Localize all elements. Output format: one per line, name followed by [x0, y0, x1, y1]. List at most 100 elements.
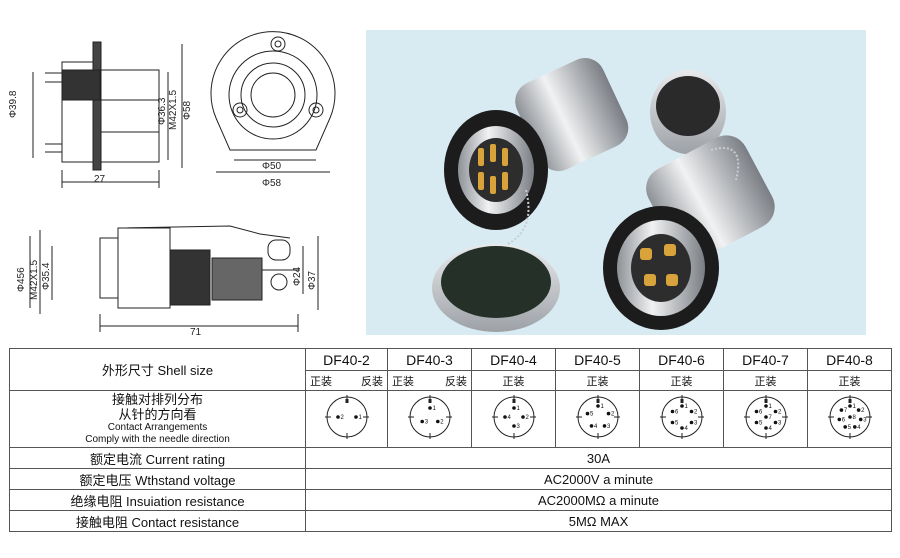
pin-number: 1	[358, 415, 362, 421]
knurl-band	[61, 69, 101, 101]
pin-number: 4	[594, 423, 598, 429]
plug-knurl	[169, 249, 211, 306]
arrangement-label-en1: Contact Arrangements	[107, 422, 208, 433]
dim-m42-side: M42X1.5	[29, 260, 40, 300]
contact-pin	[763, 414, 768, 419]
screw-hole	[308, 102, 324, 118]
current-rating-value: 30A	[305, 447, 892, 469]
dim-w71: 71	[190, 327, 202, 338]
contact-pin	[847, 403, 852, 408]
contact-pin	[511, 423, 516, 428]
mount-reverse: 反装	[445, 375, 467, 388]
mount-normal: 正装	[392, 375, 414, 388]
dim-d398: Φ39.8	[8, 90, 19, 118]
pin-number: 2	[340, 415, 344, 421]
pin-diagram-key	[596, 398, 599, 403]
dim-d58: Φ58	[262, 178, 282, 189]
plug-connector	[603, 135, 775, 330]
contact-pin	[606, 411, 610, 415]
pin-diagram-key	[512, 398, 515, 403]
contact-pin	[679, 425, 684, 430]
contact-pin	[670, 409, 674, 413]
plug-front	[99, 237, 119, 299]
contact-pin	[773, 409, 777, 413]
pin-number: 8	[852, 415, 856, 421]
dim-d456: Φ456	[16, 267, 27, 292]
model-df40-2: DF40-2	[305, 348, 388, 371]
pin-number: 6	[675, 409, 679, 415]
dim-d50: Φ50	[262, 161, 282, 172]
contact-pin	[670, 420, 674, 424]
dimension-drawing: Φ39.8 Φ36.3 M42X1.5 Φ58 27 Φ50 Φ58 Φ456 …	[8, 31, 336, 338]
pin-number: 2	[611, 411, 615, 417]
contact-pin	[858, 417, 862, 421]
contact-pin	[689, 420, 693, 424]
current-rating-label: 额定电流 Current rating	[9, 447, 306, 469]
model-df40-4: DF40-4	[471, 348, 556, 371]
pin-number: 7	[768, 415, 772, 421]
pin-number: 2	[861, 408, 865, 414]
pin-diagram-key	[680, 398, 683, 403]
cable-clamp	[270, 273, 288, 291]
contact-pin	[595, 403, 600, 408]
contact-pin	[763, 403, 768, 408]
screw-hole	[270, 36, 286, 52]
pin-number: 6	[841, 417, 845, 423]
pin-number: 4	[857, 424, 861, 430]
pin-diagram-key	[764, 398, 767, 403]
pin-number: 1	[684, 404, 688, 410]
mount-reverse: 反装	[361, 375, 383, 388]
plug-body	[117, 227, 171, 309]
contact-pin	[520, 414, 525, 419]
pin-number: 2	[778, 409, 782, 415]
flange-outline	[210, 31, 336, 151]
contact-pin	[763, 425, 768, 430]
contact-pin	[689, 409, 693, 413]
contact-pin	[353, 414, 358, 419]
model-df40-8: DF40-8	[807, 348, 892, 371]
mount-normal: 正装	[471, 370, 556, 391]
arrangement-label-cn2: 从针的方向看	[118, 407, 197, 422]
model-df40-7: DF40-7	[723, 348, 808, 371]
withstand-voltage-value: AC2000V a minute	[305, 468, 892, 490]
withstand-voltage-label: 额定电压 Wthstand voltage	[9, 468, 306, 490]
dust-cap	[650, 70, 726, 154]
flange-edge	[92, 41, 102, 171]
contact-pin	[435, 419, 440, 423]
contact-pin	[837, 417, 841, 421]
dim-d363: Φ36.3	[157, 97, 168, 125]
contact-pin	[754, 420, 758, 424]
model-df40-3: DF40-3	[387, 348, 472, 371]
contact-pin	[754, 409, 758, 413]
mount-cell: 正装反装	[305, 370, 388, 391]
mount-normal: 正装	[723, 370, 808, 391]
pin-number: 5	[847, 424, 851, 430]
pin-number: 4	[684, 426, 688, 432]
contact-pin	[511, 405, 516, 410]
plug-grip	[211, 257, 263, 301]
pin-number: 2	[440, 419, 444, 425]
pin-number: 3	[694, 420, 698, 426]
contact-pin	[842, 424, 847, 429]
rear-housing	[100, 69, 160, 163]
pin-number: 3	[516, 424, 520, 430]
dim-d37: Φ37	[307, 270, 318, 290]
pin-diagram-3: 123	[407, 394, 452, 439]
pin-diagram-key	[345, 398, 348, 403]
dim-w27: 27	[94, 174, 106, 185]
technical-drawing: Φ39.8 Φ36.3 M42X1.5 Φ58 27 Φ50 Φ58 Φ456 …	[0, 0, 360, 345]
dust-cap	[432, 244, 560, 332]
flange-ring	[228, 50, 318, 140]
pin-number: 1	[516, 406, 520, 412]
contact-pin	[679, 403, 684, 408]
pin-number: 4	[768, 426, 772, 432]
pin-number: 2	[525, 415, 529, 421]
spec-table: 外形尺寸 Shell size DF40-2 DF40-3 DF40-4 DF4…	[9, 348, 892, 532]
pin-diagram-key	[848, 398, 851, 403]
pin-number: 1	[432, 406, 436, 412]
